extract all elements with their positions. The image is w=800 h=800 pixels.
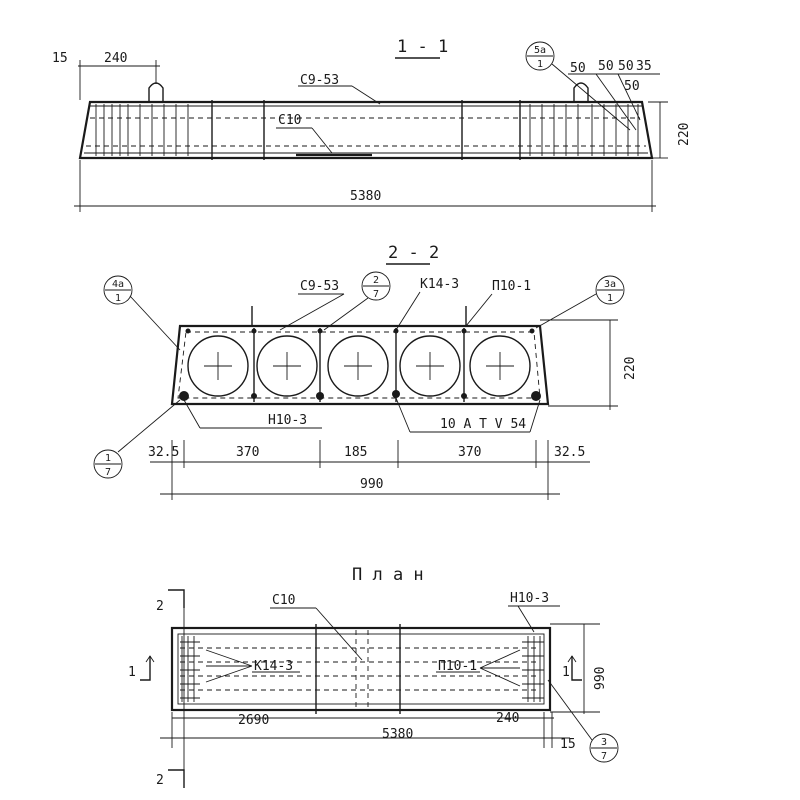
svg-text:7: 7 xyxy=(373,289,379,300)
svg-text:2: 2 xyxy=(373,275,379,286)
void-4 xyxy=(399,335,461,397)
section-2-2: 2 - 2 xyxy=(93,243,638,500)
void-3 xyxy=(327,335,389,397)
void-2 xyxy=(256,335,318,397)
dim-32-5-right: 32.5 xyxy=(554,445,585,460)
dim-5380-elevation: 5380 xyxy=(350,189,381,204)
callout-bubble-1-7 xyxy=(93,449,123,479)
k14-leader-fan xyxy=(205,649,253,683)
svg-text:7: 7 xyxy=(601,751,607,762)
cut-1-right-marker xyxy=(571,656,582,681)
dim-2690: 2690 xyxy=(238,713,269,728)
label-p10-1-section: П10-1 xyxy=(492,279,531,294)
cut-2-top-marker xyxy=(168,589,185,608)
cut-2-bottom-label: 2 xyxy=(156,773,164,788)
label-c10: С10 xyxy=(278,113,301,128)
dim-990-plan: 990 xyxy=(593,667,608,690)
cut-1-right-label: 1 xyxy=(562,665,570,680)
label-c10-plan: С10 xyxy=(272,593,295,608)
svg-text:1: 1 xyxy=(537,59,543,70)
cross-section-outline xyxy=(170,324,550,406)
dim-370-left: 370 xyxy=(236,445,259,460)
section-1-1-title: 1 - 1 xyxy=(397,37,448,57)
callout-bubble-5a xyxy=(525,41,555,71)
plan-view: П л а н xyxy=(128,565,619,788)
lifting-loop-left xyxy=(148,82,164,102)
label-n10-3-section: Н10-3 xyxy=(268,413,307,428)
dim-990-section: 990 xyxy=(360,477,383,492)
cut-2-top-label: 2 xyxy=(156,599,164,614)
callout-bubble-2-7 xyxy=(361,271,391,301)
svg-text:1: 1 xyxy=(105,453,111,464)
plan-inner-contour xyxy=(177,633,545,705)
p10-leader-fan xyxy=(479,649,521,687)
dim-5380-plan: 5380 xyxy=(382,727,413,742)
void-1 xyxy=(187,335,249,397)
svg-text:35: 35 xyxy=(636,59,652,74)
dim-32-5-left: 32.5 xyxy=(148,445,179,460)
svg-text:4а: 4а xyxy=(112,279,124,290)
cut-2-bottom-marker xyxy=(168,769,185,788)
svg-text:7: 7 xyxy=(105,467,111,478)
svg-text:50: 50 xyxy=(624,79,640,94)
cut-1-left-label: 1 xyxy=(128,665,136,680)
right-stirrup-cage xyxy=(529,104,639,156)
label-c9-53-section: С9-53 xyxy=(300,279,339,294)
label-k14-3-plan: К14-3 xyxy=(254,659,293,674)
section-2-2-title: 2 - 2 xyxy=(388,243,439,263)
label-rebar-10atv54: 10 А Т V 54 xyxy=(440,417,526,432)
void-5 xyxy=(469,335,531,397)
svg-text:1: 1 xyxy=(607,293,613,304)
callout-bubble-3-7 xyxy=(589,733,619,763)
dim-15-plan: 15 xyxy=(560,737,576,752)
callout-bubble-3a xyxy=(595,275,625,305)
svg-text:5а: 5а xyxy=(534,45,546,56)
dim-185: 185 xyxy=(344,445,367,460)
label-c9-53: С9-53 xyxy=(300,73,339,88)
plan-outline xyxy=(170,626,552,712)
svg-text:50: 50 xyxy=(570,61,586,76)
dim-240-top: 240 xyxy=(104,51,127,66)
label-k14-3-section: К14-3 xyxy=(420,277,459,292)
lifting-loop-right xyxy=(573,82,589,102)
left-stirrup-cage xyxy=(95,104,189,156)
svg-text:50: 50 xyxy=(598,59,614,74)
dim-220-elevation: 220 xyxy=(677,123,692,146)
reinforcement-contour xyxy=(177,331,541,399)
svg-text:3: 3 xyxy=(601,737,607,748)
label-p10-1-plan: П10-1 xyxy=(438,659,477,674)
plan-title: П л а н xyxy=(352,565,424,585)
svg-text:1: 1 xyxy=(115,293,121,304)
svg-text:3а: 3а xyxy=(604,279,616,290)
dim-370-right: 370 xyxy=(458,445,481,460)
section-1-1: 1 - 1 xyxy=(52,37,692,212)
dim-220-section: 220 xyxy=(623,357,638,380)
plan-right-end-rebar xyxy=(522,636,544,702)
plan-left-end-rebar xyxy=(180,636,200,702)
dim-15-top: 15 xyxy=(52,51,68,66)
callout-5a-leader xyxy=(551,63,631,131)
rebar-dots-bottom xyxy=(179,390,541,401)
label-n10-3-plan: Н10-3 xyxy=(510,591,549,606)
cut-1-left-marker xyxy=(140,656,151,681)
dim-240-plan: 240 xyxy=(496,711,519,726)
rebar-dots-top xyxy=(185,328,535,334)
callout-bubble-4a xyxy=(103,275,133,305)
svg-text:50: 50 xyxy=(618,59,634,74)
